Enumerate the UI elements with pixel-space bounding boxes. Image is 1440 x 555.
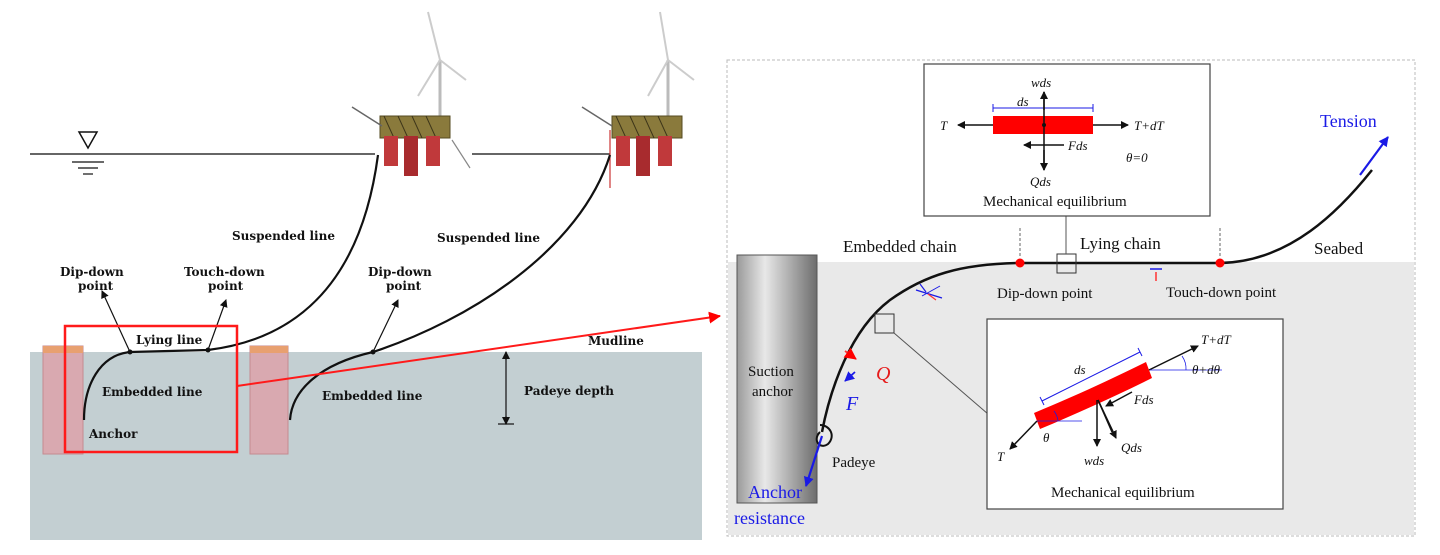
inset-bottom-tdt: T+dT [1201, 332, 1232, 347]
label-embedded-line-2: Embedded line [322, 389, 423, 403]
label-padeye-depth: Padeye depth [524, 384, 614, 398]
label-padeye: Padeye [832, 455, 876, 471]
label-touch-down-point: Touch-down point [1166, 285, 1277, 301]
floating-turbine-icon [581, 11, 695, 188]
chain-element-inclined [1034, 362, 1152, 429]
water-level-icon [72, 131, 104, 175]
inset-top-tdt: T+dT [1134, 118, 1165, 133]
label-anchor-resistance-1: Anchor [748, 482, 802, 502]
inset-top-t: T [940, 118, 948, 133]
label-embedded-chain: Embedded chain [843, 237, 957, 256]
anchor-resistance-arrow [803, 435, 824, 487]
label-mudline: Mudline [588, 334, 644, 348]
label-anchor: Anchor [88, 427, 138, 441]
label-dip-down-point: Dip-down point [997, 286, 1093, 302]
inset-bottom-fds: Fds [1133, 392, 1154, 407]
label-lying-chain: Lying chain [1080, 234, 1161, 253]
inset-bottom-wds: wds [1084, 453, 1104, 468]
floating-turbine-icon [351, 11, 471, 176]
label-dip-down-2b: point [386, 279, 422, 293]
mooring-line-1 [82, 154, 380, 421]
anchor-pile [43, 346, 83, 353]
touch-down-marker [1215, 258, 1225, 268]
inset-top-qds: Qds [1030, 174, 1051, 189]
inset-top-caption: Mechanical equilibrium [983, 194, 1127, 210]
tension-arrow [1359, 136, 1389, 176]
label-suction: Suction [748, 364, 794, 380]
zoom-highlight-box [63, 324, 239, 454]
inset-top-theta: θ=0 [1126, 150, 1148, 165]
inset-bottom-theta-dtheta: θ+dθ [1192, 362, 1221, 377]
anchor-pile [249, 345, 289, 455]
anchor-pile [42, 345, 84, 455]
label-dip-down-2a: Dip-down [368, 265, 432, 279]
inset-top-ds: ds [1017, 94, 1029, 109]
inset-bottom-t: T [997, 449, 1005, 464]
inset-bottom-theta: θ [1043, 430, 1050, 445]
right-panel: Suction anchor Tension Seabed Embedd [726, 59, 1416, 537]
label-suspended-line-1: Suspended line [232, 229, 335, 243]
label-dip-down-1b: point [78, 279, 114, 293]
dip-down-marker [1015, 258, 1025, 268]
inset-embedded-equilibrium: T+dT θ+dθ ds Fds T θ Qds wds Mechanical … [986, 318, 1284, 510]
chain-force-marker [915, 283, 943, 301]
padeye-loop [815, 424, 833, 447]
label-anchor-resistance-2: resistance [734, 508, 805, 528]
label-tension: Tension [1320, 111, 1377, 131]
inset-top-wds: wds [1031, 75, 1051, 90]
label-f-force: F [845, 393, 859, 415]
label-embedded-line-1: Embedded line [102, 385, 203, 399]
label-anchor-word: anchor [752, 384, 793, 400]
left-panel: Suspended line Suspended line Dip-down p… [30, 11, 721, 540]
label-seabed: Seabed [1314, 239, 1364, 258]
inset-bottom-ds: ds [1074, 362, 1086, 377]
label-q-force: Q [876, 363, 891, 385]
inset-lying-equilibrium: wds ds T T+dT Fds θ=0 Qds Mechanical equ… [923, 63, 1211, 217]
inset-bottom-qds: Qds [1121, 440, 1142, 455]
label-dip-down-1a: Dip-down [60, 265, 124, 279]
inset-bottom-caption: Mechanical equilibrium [1051, 485, 1195, 501]
mooring-chain [820, 169, 1373, 433]
mooring-line-2 [288, 154, 612, 421]
suction-anchor [736, 254, 818, 504]
element-box-embedded [874, 313, 895, 334]
label-touch-down-1a: Touch-down [184, 265, 265, 279]
label-suspended-line-2: Suspended line [437, 231, 540, 245]
anchor-pile [250, 346, 288, 353]
label-lying-line: Lying line [136, 333, 203, 347]
soil-region [30, 352, 702, 540]
label-touch-down-1b: point [208, 279, 244, 293]
zoom-arrow [236, 311, 721, 387]
inset-top-fds: Fds [1067, 138, 1088, 153]
